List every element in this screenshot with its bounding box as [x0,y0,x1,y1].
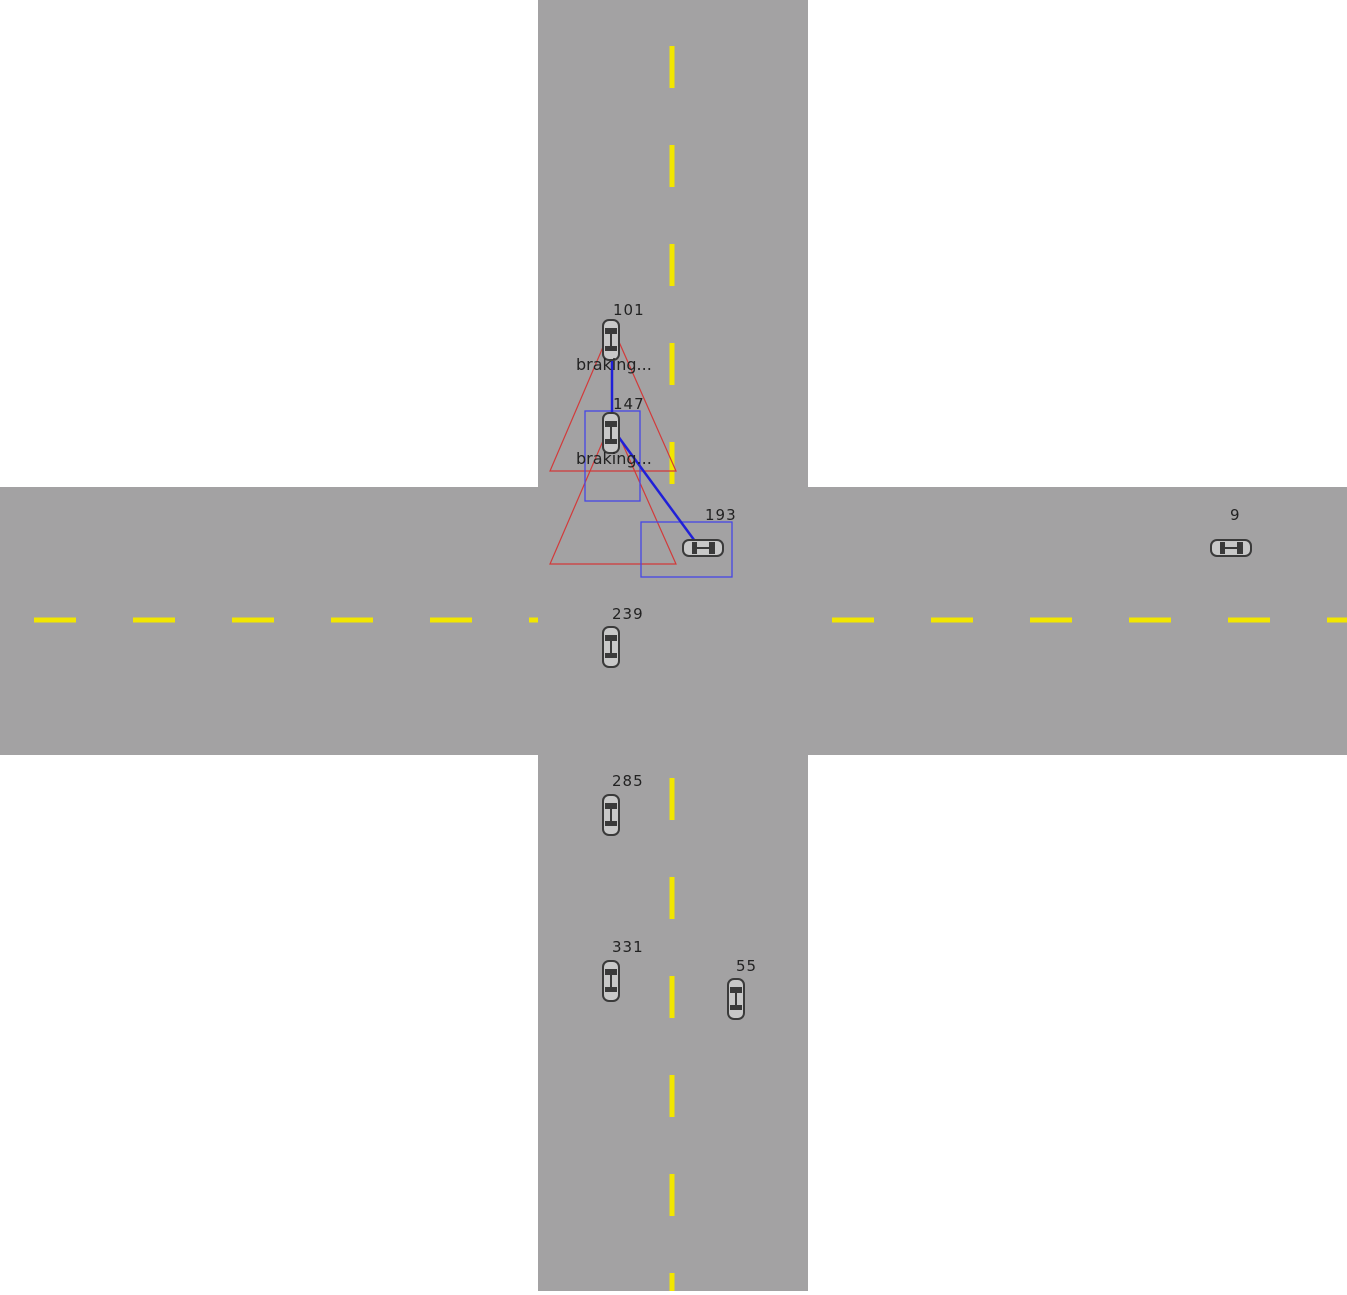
lane-markings [34,46,1347,1291]
vehicle-9[interactable] [1210,539,1252,557]
vehicles [602,319,1252,1020]
vehicle-window [692,542,697,554]
vehicle-id-label: 331 [612,938,644,956]
vehicle-window [610,641,612,653]
vehicle-239[interactable] [602,626,620,668]
vehicle-id-label: 193 [705,506,737,524]
vehicle-window [605,635,617,641]
sensor-cones [549,324,677,565]
vehicle-window [605,803,617,809]
vehicle-window [730,987,742,993]
vehicle-window [610,427,612,439]
sensor-cone-101 [549,324,677,472]
vehicle-window [610,975,612,987]
vehicle-id-label: 239 [612,605,644,623]
vehicle-id-label: 9 [1230,506,1241,524]
vehicle-window [610,809,612,821]
vehicle-193[interactable] [682,539,724,557]
vehicle-window [730,1005,742,1010]
vehicle-window [697,547,709,549]
vehicle-window [605,346,617,351]
vehicle-window [1220,542,1225,554]
vehicle-window [610,334,612,346]
vehicle-window [1237,542,1243,554]
vehicle-55[interactable] [727,978,745,1020]
vehicle-id-label: 285 [612,772,644,790]
vehicle-window [605,653,617,658]
vehicle-id-label: 147 [613,395,645,413]
vehicle-window [605,987,617,992]
vehicle-status-label: braking... [576,355,652,374]
vehicle-147[interactable] [602,412,620,454]
link-147-193 [610,427,702,549]
vehicle-window [605,439,617,444]
vehicle-status-label: braking... [576,449,652,468]
sensor-cone-147 [549,418,677,565]
bounding-box-193 [640,521,733,578]
vehicle-id-label: 101 [613,301,645,319]
vehicle-window [1225,547,1237,549]
vehicle-window [605,421,617,427]
vehicle-window [709,542,715,554]
vehicle-window [605,328,617,334]
vehicle-window [605,969,617,975]
vehicle-285[interactable] [602,794,620,836]
vehicle-id-label: 55 [736,957,758,975]
vehicle-window [735,993,737,1005]
vehicle-331[interactable] [602,960,620,1002]
vehicle-101[interactable] [602,319,620,361]
vehicle-window [605,821,617,826]
horizontal-road [0,487,1347,755]
